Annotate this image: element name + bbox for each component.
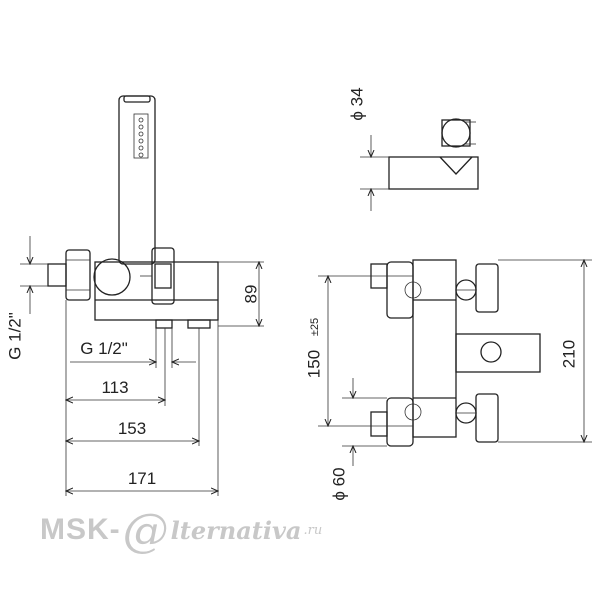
dim-171: 171 bbox=[128, 469, 156, 488]
dim-150: 150 bbox=[304, 350, 323, 378]
mixer-body bbox=[47, 247, 219, 329]
handshower bbox=[118, 95, 156, 265]
dim-150-tolerance: ±25 bbox=[309, 318, 321, 336]
dim-g-half-vertical: G 1/2" bbox=[5, 312, 24, 360]
dim-g-half-horizontal: G 1/2" bbox=[80, 339, 128, 358]
dim-113: 113 bbox=[101, 378, 128, 397]
dim-phi34: ϕ 34 bbox=[347, 87, 366, 120]
watermark-at-sign: @ bbox=[122, 503, 169, 557]
watermark-name: lternativa bbox=[170, 515, 302, 545]
dim-210: 210 bbox=[559, 340, 578, 368]
side-view: 89 G 1/2" G 1/2" 113 153 171 bbox=[5, 95, 264, 496]
watermark: MSK- @ lternativa .ru bbox=[40, 500, 322, 560]
watermark-brand: MSK- bbox=[40, 513, 121, 546]
dim-phi60: ϕ 60 bbox=[329, 467, 348, 500]
watermark-tld: .ru bbox=[303, 522, 323, 538]
front-view: 210 150 ±25 ϕ 60 bbox=[304, 260, 592, 501]
dim-89: 89 bbox=[241, 285, 260, 304]
top-view: ϕ 34 bbox=[347, 87, 479, 211]
dim-153: 153 bbox=[118, 419, 146, 438]
